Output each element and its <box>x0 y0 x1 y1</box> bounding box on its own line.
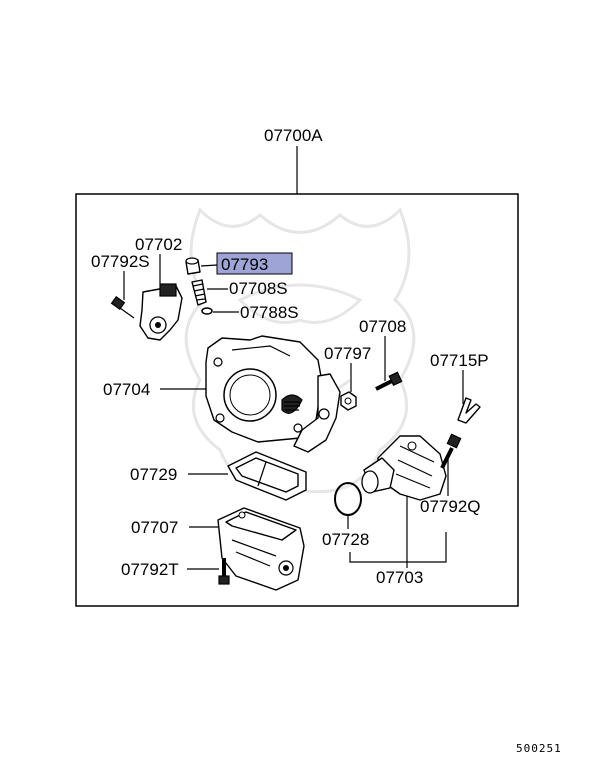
bolt-07708 <box>375 371 403 391</box>
callout-07792Q: 07792Q <box>420 497 481 516</box>
bracket-07715P <box>457 397 481 424</box>
screw-07792Q <box>440 433 462 469</box>
cap-07793 <box>185 257 201 275</box>
callout-07702: 07702 <box>135 235 182 254</box>
callout-07708S: 07708S <box>229 279 288 298</box>
oring-07728 <box>334 482 362 516</box>
callout-07792T: 07792T <box>121 560 179 579</box>
callout-07704: 07704 <box>103 380 150 399</box>
callout-07700A: 07700A <box>264 126 323 145</box>
gasket-07729 <box>227 451 307 501</box>
lower-body-07707 <box>217 507 305 591</box>
callout-07715P: 07715P <box>430 351 489 370</box>
screw-07792S <box>110 296 135 319</box>
nut-07797 <box>340 391 357 411</box>
callout-07707: 07707 <box>131 518 178 537</box>
callout-07728: 07728 <box>322 530 369 549</box>
callout-07793: 07793 <box>221 255 268 274</box>
callout-07703: 07703 <box>376 568 423 587</box>
bolt-07792T <box>218 558 230 585</box>
oring-07788S <box>201 307 213 315</box>
callout-07788S: 07788S <box>240 303 299 322</box>
highlight-07793 <box>216 252 293 275</box>
callout-07708: 07708 <box>359 317 406 336</box>
callout-07729: 07729 <box>130 465 177 484</box>
throttle-body <box>205 335 341 453</box>
throttle-position-sensor <box>139 283 183 341</box>
idle-speed-control <box>361 435 447 501</box>
callout-07792S: 07792S <box>91 252 150 271</box>
callout-07797: 07797 <box>324 344 371 363</box>
spring-07708S <box>191 279 207 306</box>
diagram-code: 500251 <box>516 742 562 755</box>
assembly-frame <box>75 193 519 607</box>
